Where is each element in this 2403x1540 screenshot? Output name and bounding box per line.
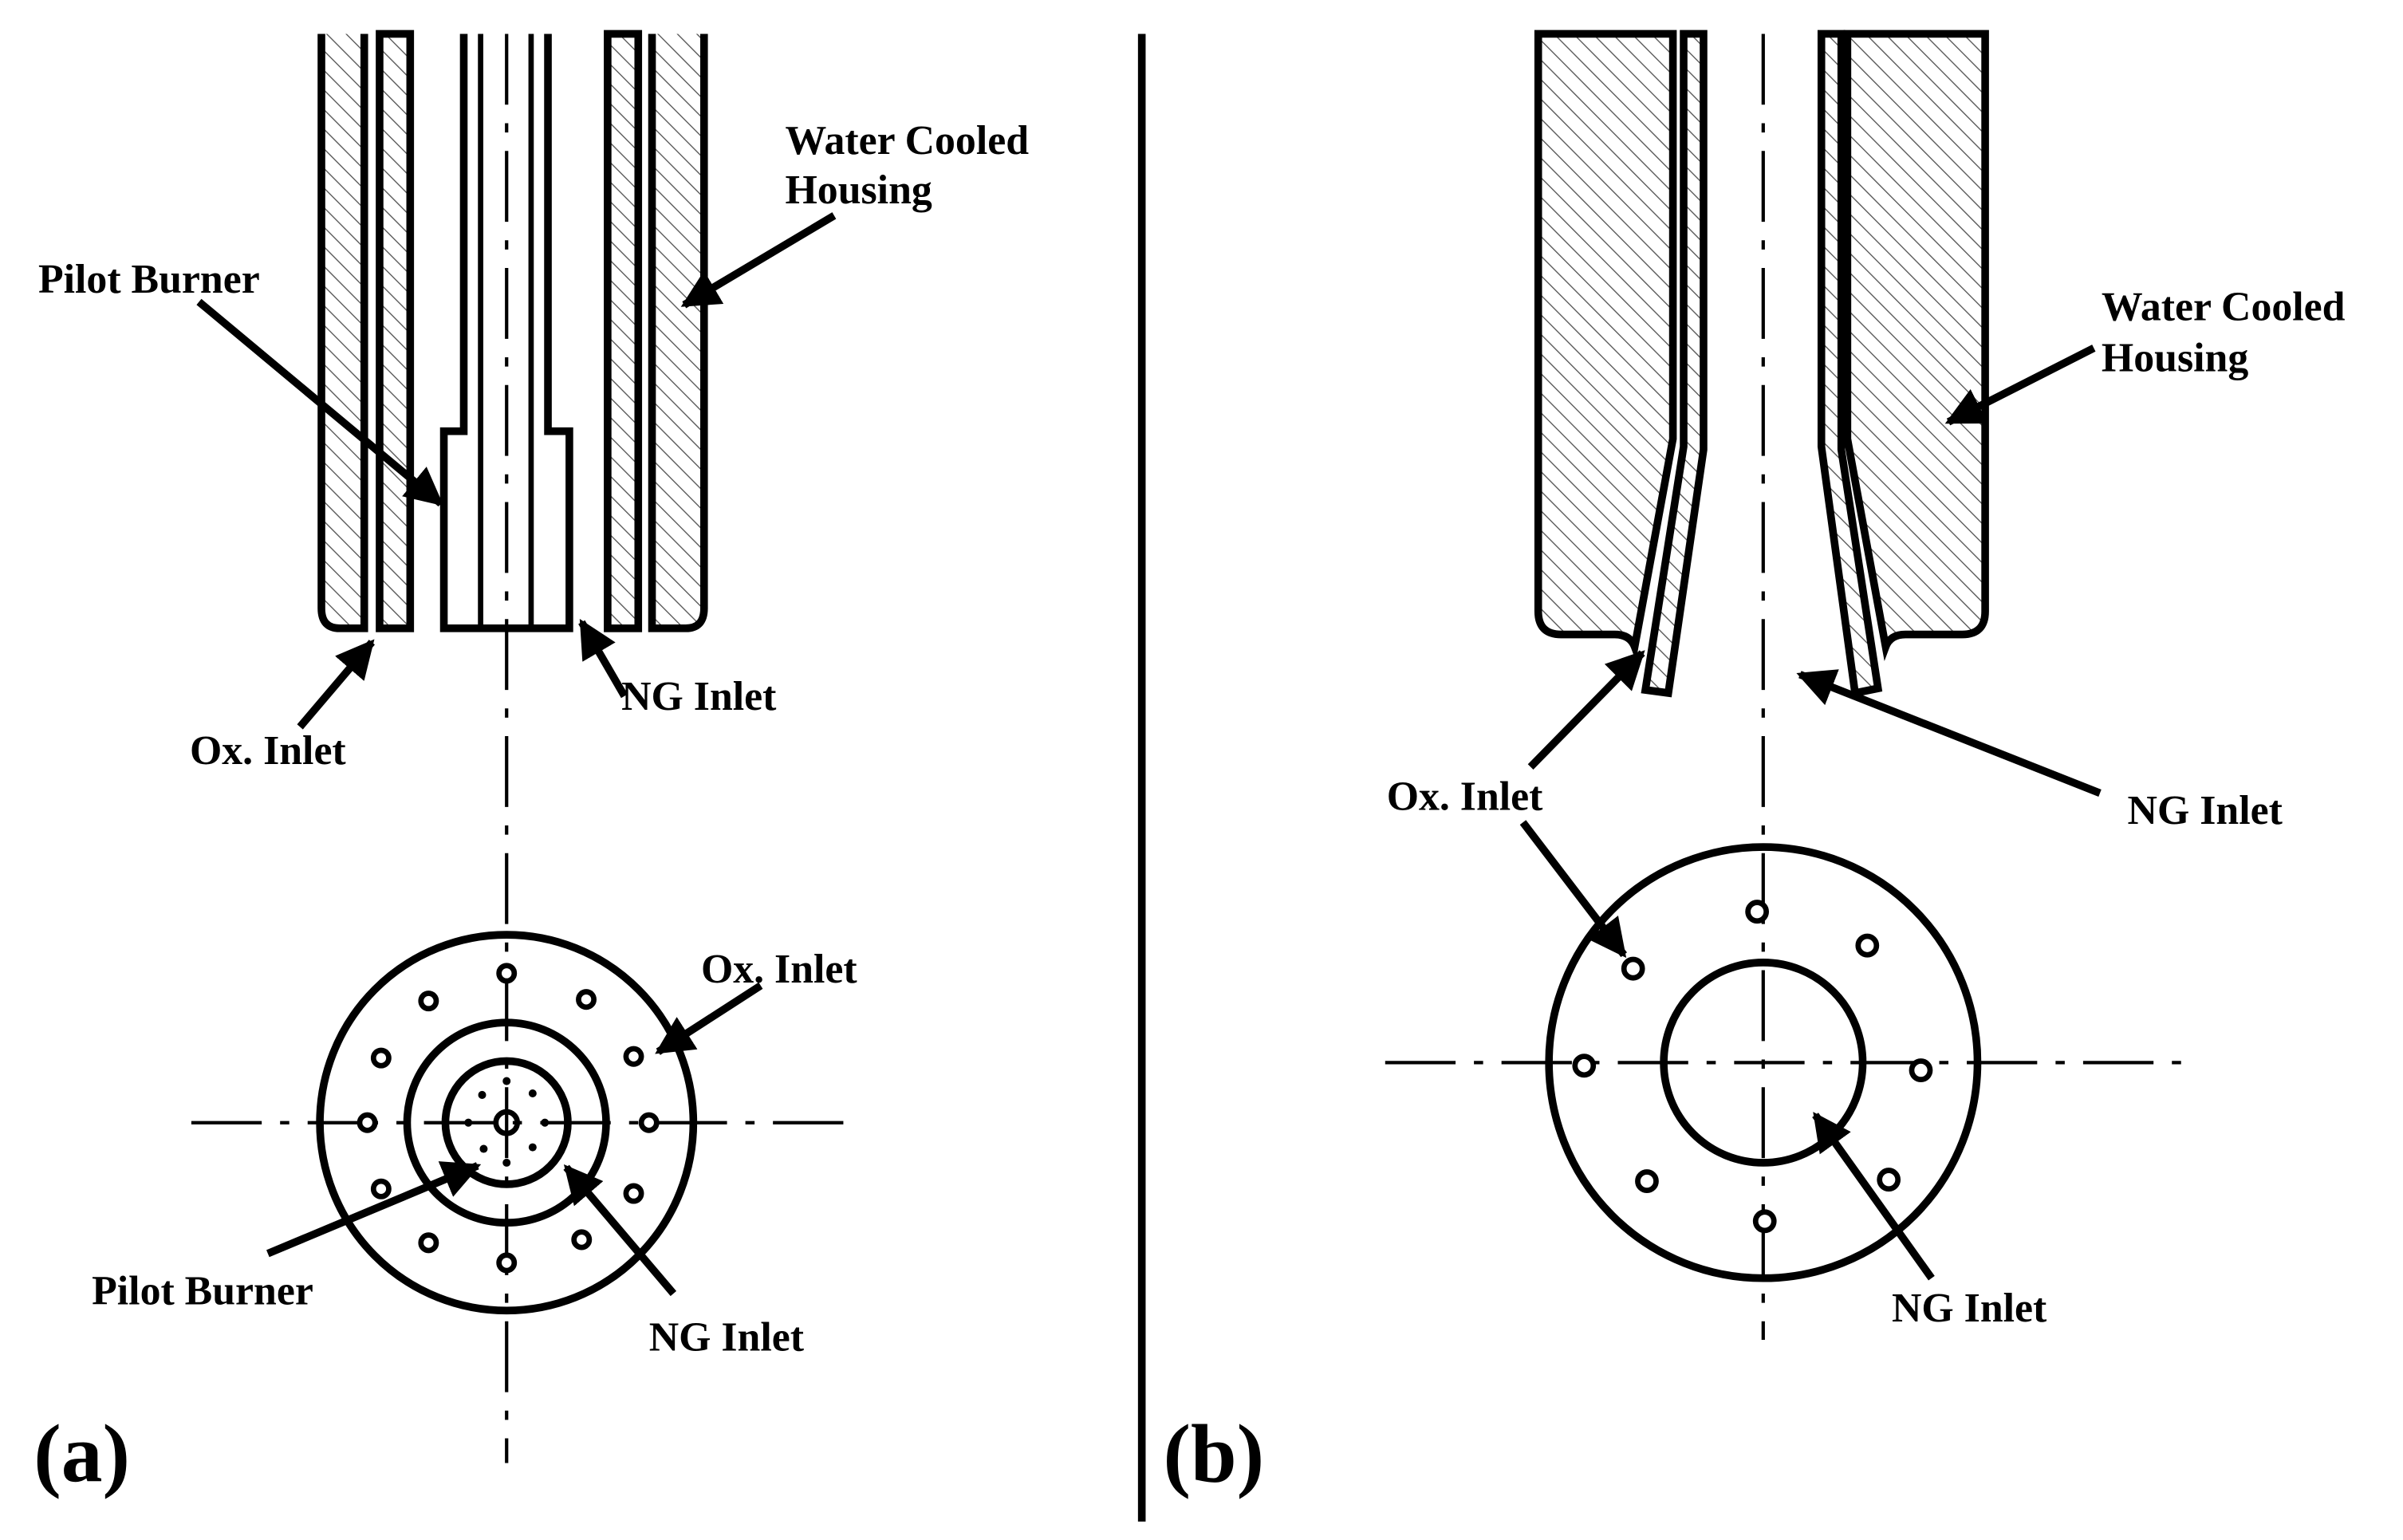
- b-arrow-ng-side: [1796, 669, 2102, 797]
- a-ox-tube-left: [376, 30, 415, 632]
- a-label-ox-top: Ox. Inlet: [701, 947, 857, 992]
- a-housing-left: [317, 33, 368, 632]
- a-ox-tube-right: [604, 30, 643, 632]
- a-label-housing-1: Water Cooled: [786, 118, 1030, 163]
- panel-b: Water Cooled Housing Ox. Inlet NG Inlet …: [1164, 30, 2346, 1500]
- b-ox-tube-left: [1641, 30, 1708, 698]
- b-ox-holes: [1572, 900, 1933, 1234]
- b-arrow-ox-top: [1519, 820, 1627, 959]
- a-label-ng-top: NG Inlet: [649, 1314, 805, 1360]
- b-label-ng-top: NG Inlet: [1892, 1286, 2047, 1331]
- b-arrow-housing: [1944, 345, 2096, 426]
- b-label-housing-1: Water Cooled: [2102, 285, 2346, 330]
- a-label-pilot-side: Pilot Burner: [38, 257, 260, 302]
- b-ox-tube-right: [1817, 30, 1883, 698]
- a-arrow-ng-side: [578, 618, 628, 699]
- a-arrow-ng-top: [563, 1164, 677, 1297]
- a-pilot-holes: [464, 1077, 550, 1167]
- b-arrow-ox-side: [1527, 650, 1645, 770]
- panel-a-tag: (a): [33, 1408, 130, 1499]
- b-label-ng-side: NG Inlet: [2128, 788, 2283, 833]
- a-arrow-ox-top: [655, 982, 763, 1055]
- a-housing-right: [648, 33, 708, 632]
- panel-a: Water Cooled Housing Pilot Burner Ox. In…: [33, 30, 1030, 1500]
- panel-b-tag: (b): [1164, 1408, 1265, 1499]
- b-housing-left: [1534, 30, 1677, 661]
- b-label-housing-2: Housing: [2102, 335, 2248, 380]
- a-label-ng-side: NG Inlet: [621, 674, 777, 719]
- b-housing-right: [1843, 30, 1989, 661]
- a-label-ox-side: Ox. Inlet: [190, 728, 346, 774]
- b-arrow-ng-top: [1812, 1112, 1935, 1281]
- a-arrow-housing: [680, 212, 837, 309]
- b-label-ox: Ox. Inlet: [1387, 774, 1543, 820]
- a-label-pilot-top: Pilot Burner: [92, 1268, 313, 1314]
- a-arrow-pilot-top: [266, 1161, 482, 1258]
- a-label-housing-2: Housing: [786, 167, 932, 213]
- a-arrow-pilot-side: [196, 298, 444, 507]
- a-arrow-ox-side: [297, 639, 375, 730]
- a-ox-holes: [357, 963, 660, 1274]
